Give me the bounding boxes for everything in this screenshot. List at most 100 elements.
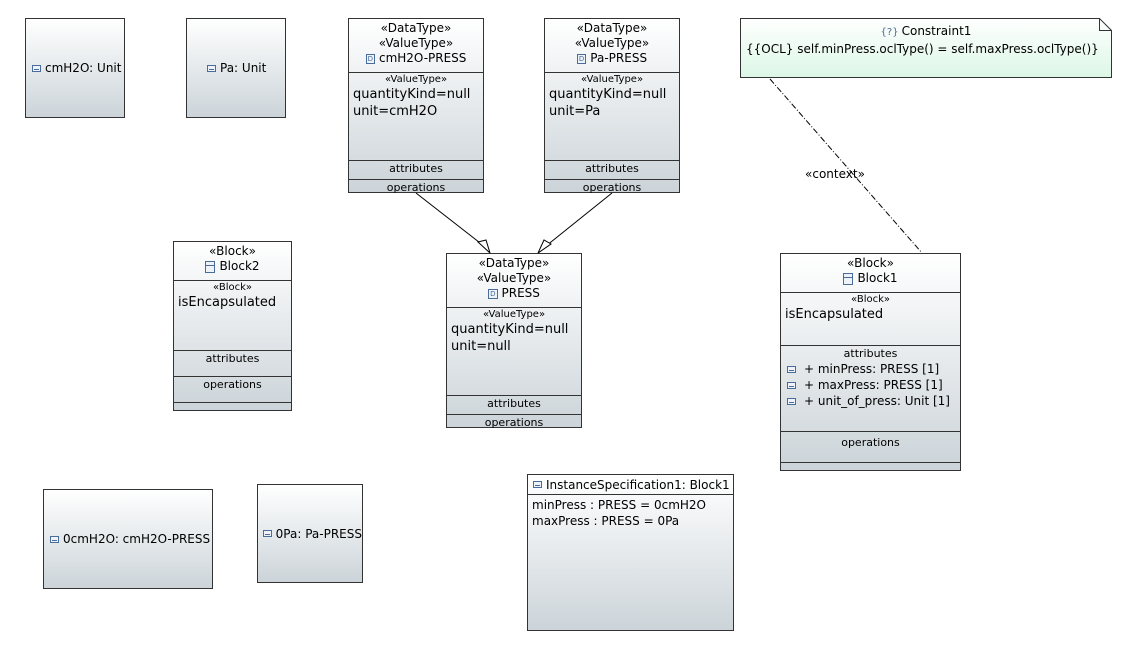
empty-compartment xyxy=(781,463,960,473)
classifier-name-row: Block1 xyxy=(781,271,960,286)
classifier-name-row: Block2 xyxy=(174,259,291,274)
property-unit: unit=cmH2O xyxy=(353,104,438,119)
attribute-min-press[interactable]: + minPress: PRESS [1] xyxy=(781,361,960,377)
property-icon xyxy=(787,381,796,389)
generalization-arrowhead-cmh2o xyxy=(476,239,492,255)
operations-compartment: operations xyxy=(386,181,446,194)
classifier-name: Block2 xyxy=(219,259,260,273)
property-quantitykind: quantityKind=null xyxy=(549,87,667,102)
compartment-stereotype: «ValueType» xyxy=(384,74,448,85)
instance-spec-header: InstanceSpecification1: Block1 xyxy=(528,475,733,495)
property-isencapsulated: isEncapsulated xyxy=(785,307,884,322)
slots-compartment: minPress : PRESS = 0cmH2O maxPress : PRE… xyxy=(528,495,733,529)
property-icon xyxy=(787,365,796,373)
instance-spec-title: InstanceSpecification1: Block1 xyxy=(546,477,730,492)
generalization-arrowhead-pa xyxy=(536,239,552,255)
instance-pa-unit[interactable]: Pa: Unit xyxy=(186,18,286,118)
constraint-title-row: {?}Constraint1 xyxy=(740,18,1112,41)
instance-icon xyxy=(533,481,542,488)
stereotype-datatype: «DataType» xyxy=(380,21,452,35)
properties-compartment: «ValueType» quantityKind=null unit=null xyxy=(447,308,581,396)
stereotype-valuetype: «ValueType» xyxy=(574,36,650,50)
context-label: «context» xyxy=(805,167,865,181)
constraint-name: Constraint1 xyxy=(901,24,972,38)
operations-compartment: operations xyxy=(582,181,642,194)
property-unit: unit=null xyxy=(451,339,511,354)
instance-label: cmH2O: Unit xyxy=(45,61,122,75)
attributes-compartment: attributes xyxy=(447,396,581,415)
classifier-name: Pa-PRESS xyxy=(590,51,648,65)
block-icon xyxy=(843,272,854,285)
attribute-label: + unit_of_press: Unit [1] xyxy=(804,394,950,408)
slot-max-press: maxPress : PRESS = 0Pa xyxy=(532,514,680,528)
instance-icon xyxy=(207,64,216,72)
property-quantitykind: quantityKind=null xyxy=(451,322,569,337)
block-block1[interactable]: «Block» Block1 «Block» isEncapsulated at… xyxy=(780,253,961,471)
attribute-label: + maxPress: PRESS [1] xyxy=(804,378,943,392)
properties-compartment: «ValueType» quantityKind=null unit=cmH2O xyxy=(349,73,483,161)
classifier-header: «Block» Block1 xyxy=(781,254,960,293)
operations-compartment: operations xyxy=(484,416,544,429)
datatype-icon: D xyxy=(365,53,375,64)
instance-label: 0Pa: Pa-PRESS xyxy=(275,526,362,541)
operations-compartment: operations xyxy=(174,377,291,403)
instance-0cmh2o[interactable]: 0cmH2O: cmH2O-PRESS xyxy=(43,489,213,589)
classifier-name: Block1 xyxy=(857,271,898,285)
context-line xyxy=(769,78,923,254)
constraint-body: {{OCL} self.minPress.oclType() = self.ma… xyxy=(746,42,1099,56)
attribute-unit-of-press[interactable]: + unit_of_press: Unit [1] xyxy=(781,393,960,409)
instance-icon xyxy=(263,530,272,537)
attributes-compartment: attributes xyxy=(174,351,291,377)
stereotype-datatype: «DataType» xyxy=(478,256,550,270)
stereotype-block: «Block» xyxy=(209,244,256,258)
property-unit: unit=Pa xyxy=(549,104,601,119)
constraint-note[interactable]: {?}Constraint1 {{OCL} self.minPress.oclT… xyxy=(740,18,1112,78)
datatype-icon: D xyxy=(488,288,498,299)
property-icon xyxy=(787,397,796,405)
compartment-stereotype: «Block» xyxy=(850,294,891,305)
properties-compartment: «Block» isEncapsulated xyxy=(781,293,960,346)
stereotype-valuetype: «ValueType» xyxy=(378,36,454,50)
instance-label: 0cmH2O: cmH2O-PRESS xyxy=(63,532,211,546)
classifier-header: «Block» Block2 xyxy=(174,242,291,281)
stereotype-block: «Block» xyxy=(847,256,894,270)
instance-cmh2o-unit[interactable]: cmH2O: Unit xyxy=(25,18,125,118)
attributes-compartment: attributes + minPress: PRESS [1] + maxPr… xyxy=(781,346,960,432)
note-outline xyxy=(740,18,1112,78)
compartment-stereotype: «ValueType» xyxy=(580,74,644,85)
generalization-line-pa xyxy=(545,192,613,247)
property-isencapsulated: isEncapsulated xyxy=(178,295,277,310)
note-content: {?}Constraint1 {{OCL} self.minPress.oclT… xyxy=(740,18,1112,57)
attribute-max-press[interactable]: + maxPress: PRESS [1] xyxy=(781,377,960,393)
instance-icon xyxy=(50,535,59,543)
datatype-icon: D xyxy=(576,53,587,64)
block-block2[interactable]: «Block» Block2 «Block» isEncapsulated at… xyxy=(173,241,292,411)
constraint-icon: {?} xyxy=(880,27,899,38)
attributes-title: attributes xyxy=(843,347,898,360)
instance-0pa[interactable]: 0Pa: Pa-PRESS xyxy=(257,484,363,583)
instance-specification1[interactable]: InstanceSpecification1: Block1 minPress … xyxy=(527,474,734,631)
attributes-compartment: attributes xyxy=(349,161,483,180)
classifier-name: cmH2O-PRESS xyxy=(378,51,467,65)
compartment-stereotype: «ValueType» xyxy=(482,309,546,320)
properties-compartment: «ValueType» quantityKind=null unit=Pa xyxy=(545,73,679,161)
operations-compartment: operations xyxy=(781,432,960,463)
empty-compartment xyxy=(174,403,291,412)
block-icon xyxy=(205,260,216,273)
slot-min-press: minPress : PRESS = 0cmH2O xyxy=(532,498,706,512)
classifier-name: PRESS xyxy=(501,286,540,300)
stereotype-datatype: «DataType» xyxy=(576,21,648,35)
generalization-line-cmh2o xyxy=(415,192,485,247)
attribute-label: + minPress: PRESS [1] xyxy=(804,362,940,376)
instance-icon xyxy=(32,64,41,72)
instance-label: Pa: Unit xyxy=(220,61,267,75)
